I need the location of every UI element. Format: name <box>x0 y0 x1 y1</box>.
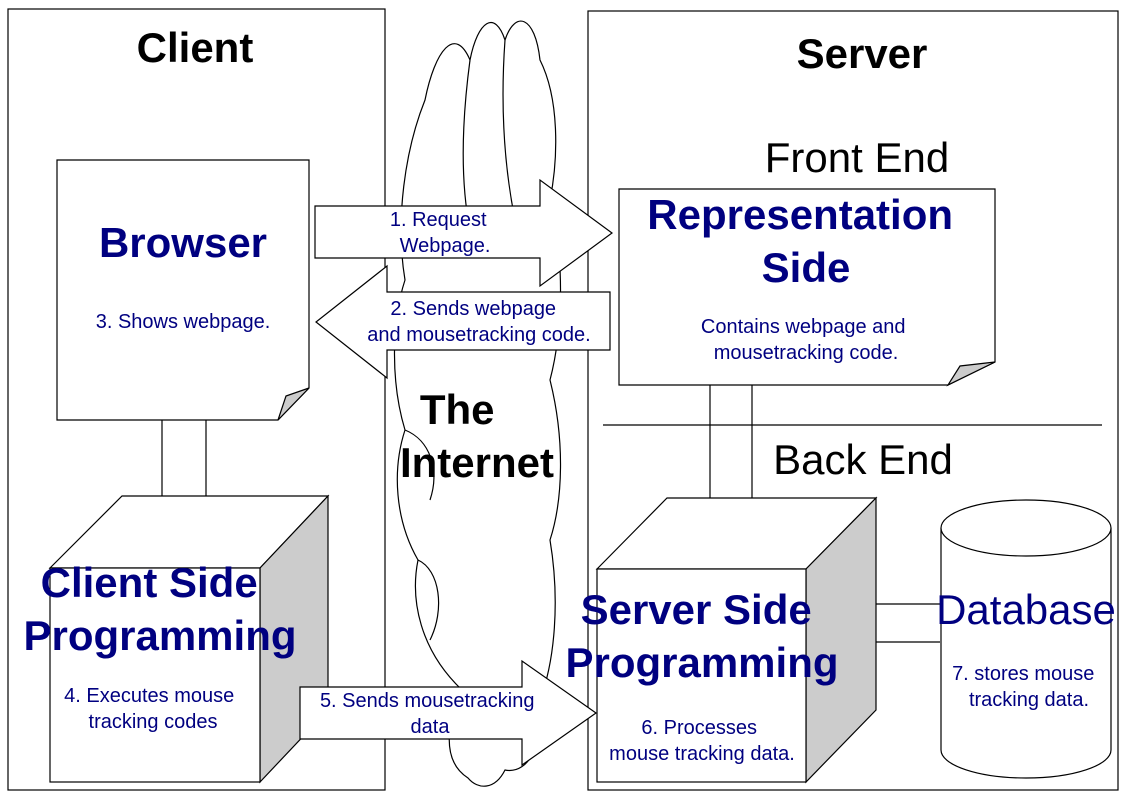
database-title: Database <box>936 586 1116 633</box>
internet-title: The Internet <box>400 386 554 486</box>
browser-note: 3. Shows webpage. <box>96 311 271 333</box>
arrow-send-webpage: 2. Sends webpage and mousetracking code. <box>315 264 611 380</box>
representation-title: Representation Side <box>647 191 964 291</box>
arrow-send-tracking-label: 5. Sends mousetracking data <box>320 690 540 738</box>
server-programming-cube: Server Side Programming 6. Processes mou… <box>565 496 878 784</box>
back-end-label: Back End <box>773 436 953 483</box>
client-programming-note: 4. Executes mouse tracking codes <box>64 685 240 733</box>
connectors <box>161 384 940 643</box>
database-cylinder: Database 7. stores mouse tracking data. <box>936 499 1116 779</box>
server-programming-note: 6. Processes mouse tracking data. <box>609 717 795 765</box>
representation-document: Representation Side Contains webpage and… <box>618 188 996 387</box>
browser-document: Browser 3. Shows webpage. <box>56 159 310 421</box>
server-programming-title: Server Side Programming <box>565 586 838 686</box>
front-end-label: Front End <box>765 134 949 181</box>
client-programming-cube: Client Side Programming 4. Executes mous… <box>23 494 330 784</box>
arrow-request-label: 1. Request Webpage. <box>390 209 492 257</box>
arrow-send-webpage-label: 2. Sends webpage and mousetracking code. <box>367 298 590 346</box>
client-programming-title: Client Side Programming <box>23 559 296 659</box>
browser-title: Browser <box>99 219 267 266</box>
representation-note: Contains webpage and mousetracking code. <box>701 316 911 364</box>
arrow-send-tracking: 5. Sends mousetracking data <box>299 659 598 767</box>
server-title: Server <box>797 30 928 77</box>
database-note: 7. stores mouse tracking data. <box>952 663 1100 711</box>
client-title: Client <box>137 24 254 71</box>
arrow-request-webpage: 1. Request Webpage. <box>314 178 614 288</box>
